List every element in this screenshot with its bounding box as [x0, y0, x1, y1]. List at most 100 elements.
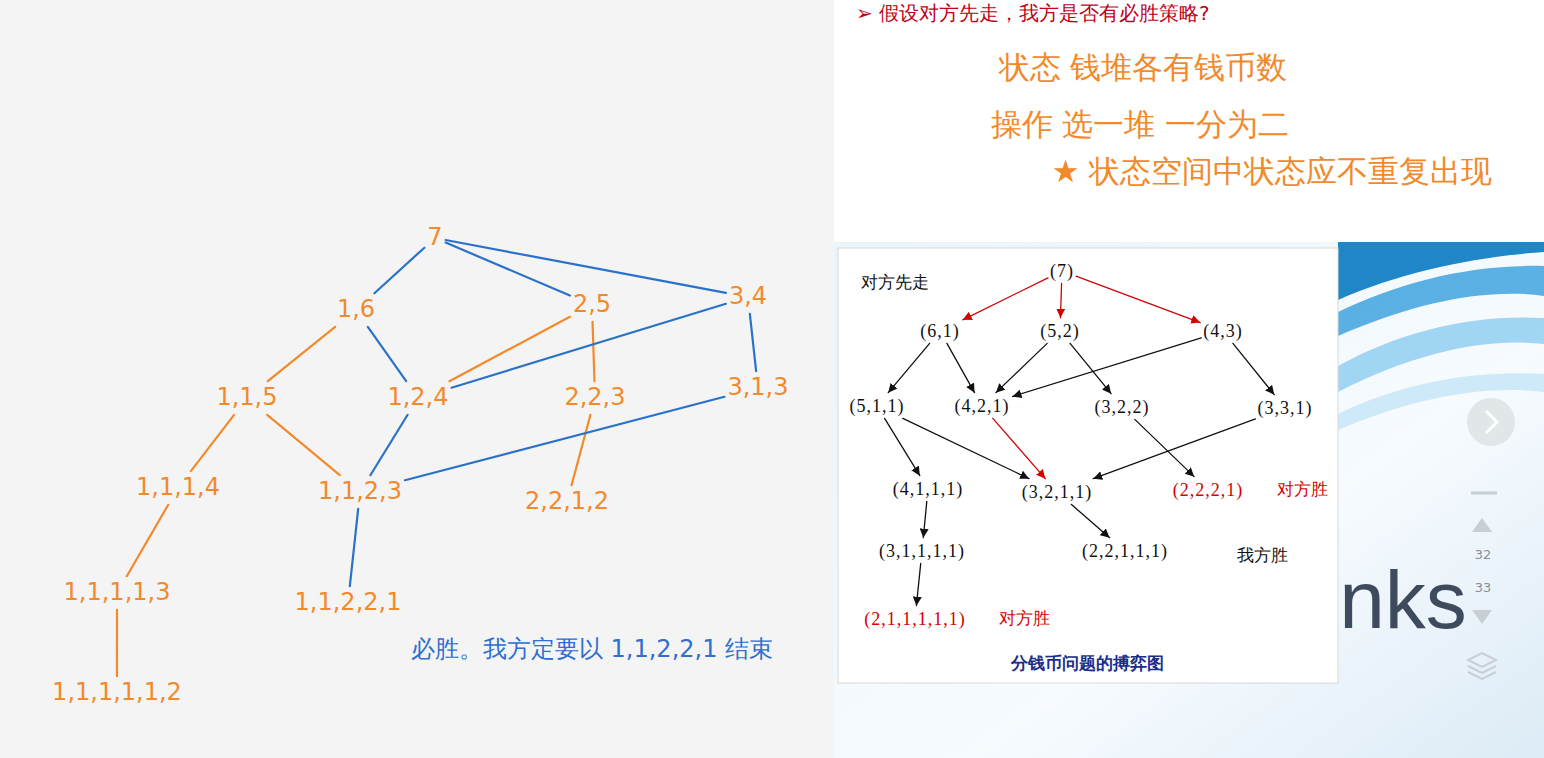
tree-link [116, 610, 118, 676]
slide-ground [834, 242, 1544, 758]
result-label-box: 对方胜 [1277, 480, 1328, 500]
notes-ground [0, 0, 834, 758]
state-node: 1,1,5 [216, 384, 277, 412]
game-state-node: (2,2,2,1) [1173, 480, 1244, 501]
figure-caption: 分钱币问题的搏弈图 [1011, 654, 1164, 674]
state-text: 1,1,1,1,1,2 [52, 679, 182, 707]
state-text: (3,2,1,1) [1022, 482, 1093, 503]
page-number: 32 [1475, 548, 1492, 563]
game-state-node: (2,1,1,1,1,1) [864, 609, 966, 630]
game-state-node: (3,2,2) [1095, 397, 1150, 418]
nav-next-button [1467, 398, 1515, 446]
game-state-node: (4,1,1,1) [893, 479, 964, 500]
state-text: (6,1) [920, 321, 960, 342]
state-node: 1,6 [337, 296, 375, 324]
state-text: 2,5 [573, 291, 611, 319]
game-state-node: (5,1,1) [850, 396, 905, 417]
move-arrow [1076, 276, 1200, 322]
state-text: (7) [1050, 261, 1074, 282]
state-text: 7 [427, 224, 442, 252]
move-arrow [903, 418, 1029, 478]
state-text: 1,1,2,3 [318, 478, 402, 506]
nav-up [1472, 518, 1492, 532]
tree-link [593, 322, 595, 381]
state-node: 1,1,1,4 [136, 474, 220, 502]
move-arrow [923, 501, 927, 537]
state-node: 1,1,2,2,1 [295, 589, 402, 617]
game-state-node: (3,2,1,1) [1022, 482, 1093, 503]
state-text: 3,4 [729, 283, 767, 311]
game-state-node: (4,3) [1203, 321, 1243, 342]
handwritten-note: 状态 钱堆各有钱币数 [999, 50, 1288, 86]
move-arrow [1135, 419, 1194, 476]
page-number-box: 32 [1475, 548, 1492, 563]
state-text: 1,2,4 [387, 384, 448, 412]
tree-link [572, 415, 591, 485]
tree-link [446, 240, 726, 293]
game-state-node: (6,1) [920, 321, 960, 342]
game-state-node: (3,3,1) [1258, 398, 1313, 419]
background-text-box: nks [1339, 559, 1467, 641]
figure-panel [838, 248, 1338, 683]
tree-annotation-box: 对方先走 [861, 273, 929, 293]
state-text: 3,1,3 [727, 374, 788, 402]
page-number-box: 33 [1475, 581, 1492, 596]
result-label-box: 对方胜 [999, 609, 1050, 629]
tree-link [446, 243, 570, 296]
move-arrow [888, 343, 929, 392]
layers-icon [1468, 653, 1496, 679]
state-node: 1,1,1,1,1,2 [52, 679, 182, 707]
handwritten-note: ★ 状态空间中状态应不重复出现 [1052, 154, 1493, 190]
tree-link [267, 415, 340, 475]
handwritten-note: 操作 选一堆 一分为二 [991, 107, 1290, 143]
slide-top-ground [834, 0, 1544, 242]
nav-chevron [1486, 411, 1497, 433]
move-arrow [1071, 504, 1109, 537]
game-state-node: (4,2,1) [955, 396, 1010, 417]
state-text: (3,1,1,1,1) [879, 541, 965, 562]
result-label: 我方胜 [1237, 546, 1288, 566]
move-arrow [947, 343, 975, 392]
move-arrow [1233, 343, 1274, 394]
move-arrow [993, 418, 1046, 478]
state-text: (4,2,1) [955, 396, 1010, 417]
tree-annotation: 对方先走 [861, 273, 929, 293]
state-text: (3,2,2) [1095, 397, 1150, 418]
move-arrow [1070, 343, 1111, 393]
state-text: (3,3,1) [1258, 398, 1313, 419]
state-text: 1,1,1,1,3 [64, 579, 171, 607]
state-text: (2,1,1,1,1,1) [864, 609, 966, 630]
tree-link [191, 415, 234, 471]
result-label: 对方胜 [999, 609, 1050, 629]
game-state-node: (2,2,1,1,1) [1082, 541, 1168, 562]
move-arrow [1093, 419, 1255, 479]
state-node: 1,2,4 [387, 384, 448, 412]
tree-link [368, 327, 406, 381]
state-text: 1,1,2,2,1 [295, 589, 402, 617]
tree-link [268, 327, 335, 381]
move-arrow [885, 418, 920, 475]
tree-link [370, 415, 407, 475]
nav-down [1472, 610, 1492, 624]
state-text: (2,2,1,1,1) [1082, 541, 1168, 562]
state-node: 2,5 [573, 291, 611, 319]
state-text: (5,1,1) [850, 396, 905, 417]
result-label-box: 我方胜 [1237, 546, 1288, 566]
tree-link [374, 248, 424, 294]
state-node: 3,1,3 [727, 374, 788, 402]
result-label: 对方胜 [1277, 480, 1328, 500]
handwritten-note-box: 状态 钱堆各有钱币数 [999, 50, 1288, 86]
move-arrow [916, 563, 920, 605]
state-text: (4,1,1,1) [893, 479, 964, 500]
handwritten-note: 必胜。我方定要以 1,1,2,2,1 结束 [411, 636, 773, 664]
tree-link [750, 314, 756, 371]
move-arrow [996, 343, 1047, 392]
state-text: 1,1,1,4 [136, 474, 220, 502]
state-text: (4,3) [1203, 321, 1243, 342]
nav-bar [1471, 492, 1497, 495]
handwritten-note-box: 必胜。我方定要以 1,1,2,2,1 结束 [411, 636, 773, 664]
game-state-node: (5,2) [1040, 321, 1080, 342]
slide-heading-box: ➢ 假设对方先走，我方是否有必胜策略? [856, 2, 1210, 25]
tree-link [350, 509, 358, 586]
